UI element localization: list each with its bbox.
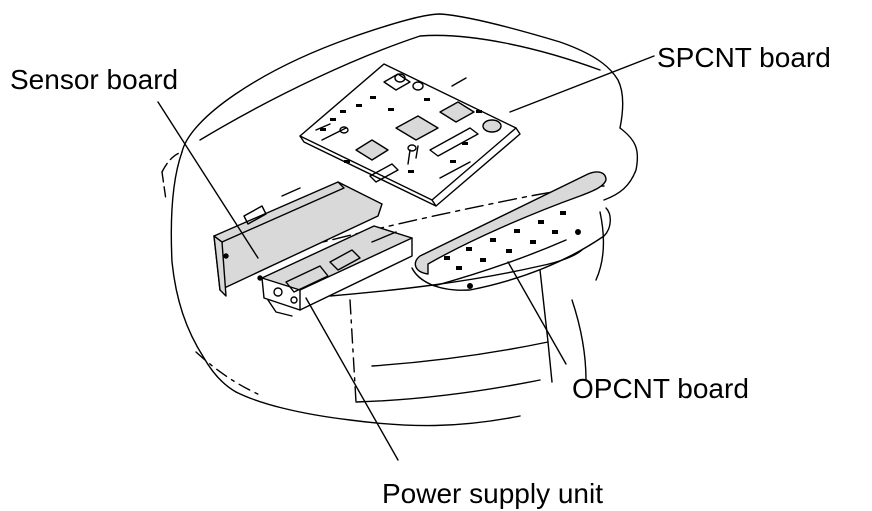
sensor-board-label: Sensor board (10, 64, 179, 95)
leader-line-sensor (157, 101, 259, 259)
leader-line-spcnt (509, 55, 655, 113)
leader-line-opcnt (507, 261, 567, 365)
printer-housing (161, 13, 639, 427)
opcnt-board-illustration (411, 171, 611, 291)
opcnt-board-label: OPCNT board (572, 373, 749, 404)
power-supply-unit-illustration (261, 225, 413, 317)
leader-line-power (305, 297, 399, 461)
leader-lines (157, 55, 655, 461)
spcnt-board-illustration (299, 63, 521, 207)
spcnt-board-label: SPCNT board (657, 42, 831, 73)
sensor-board-illustration (213, 181, 383, 297)
power-supply-unit-label: Power supply unit (382, 478, 604, 509)
